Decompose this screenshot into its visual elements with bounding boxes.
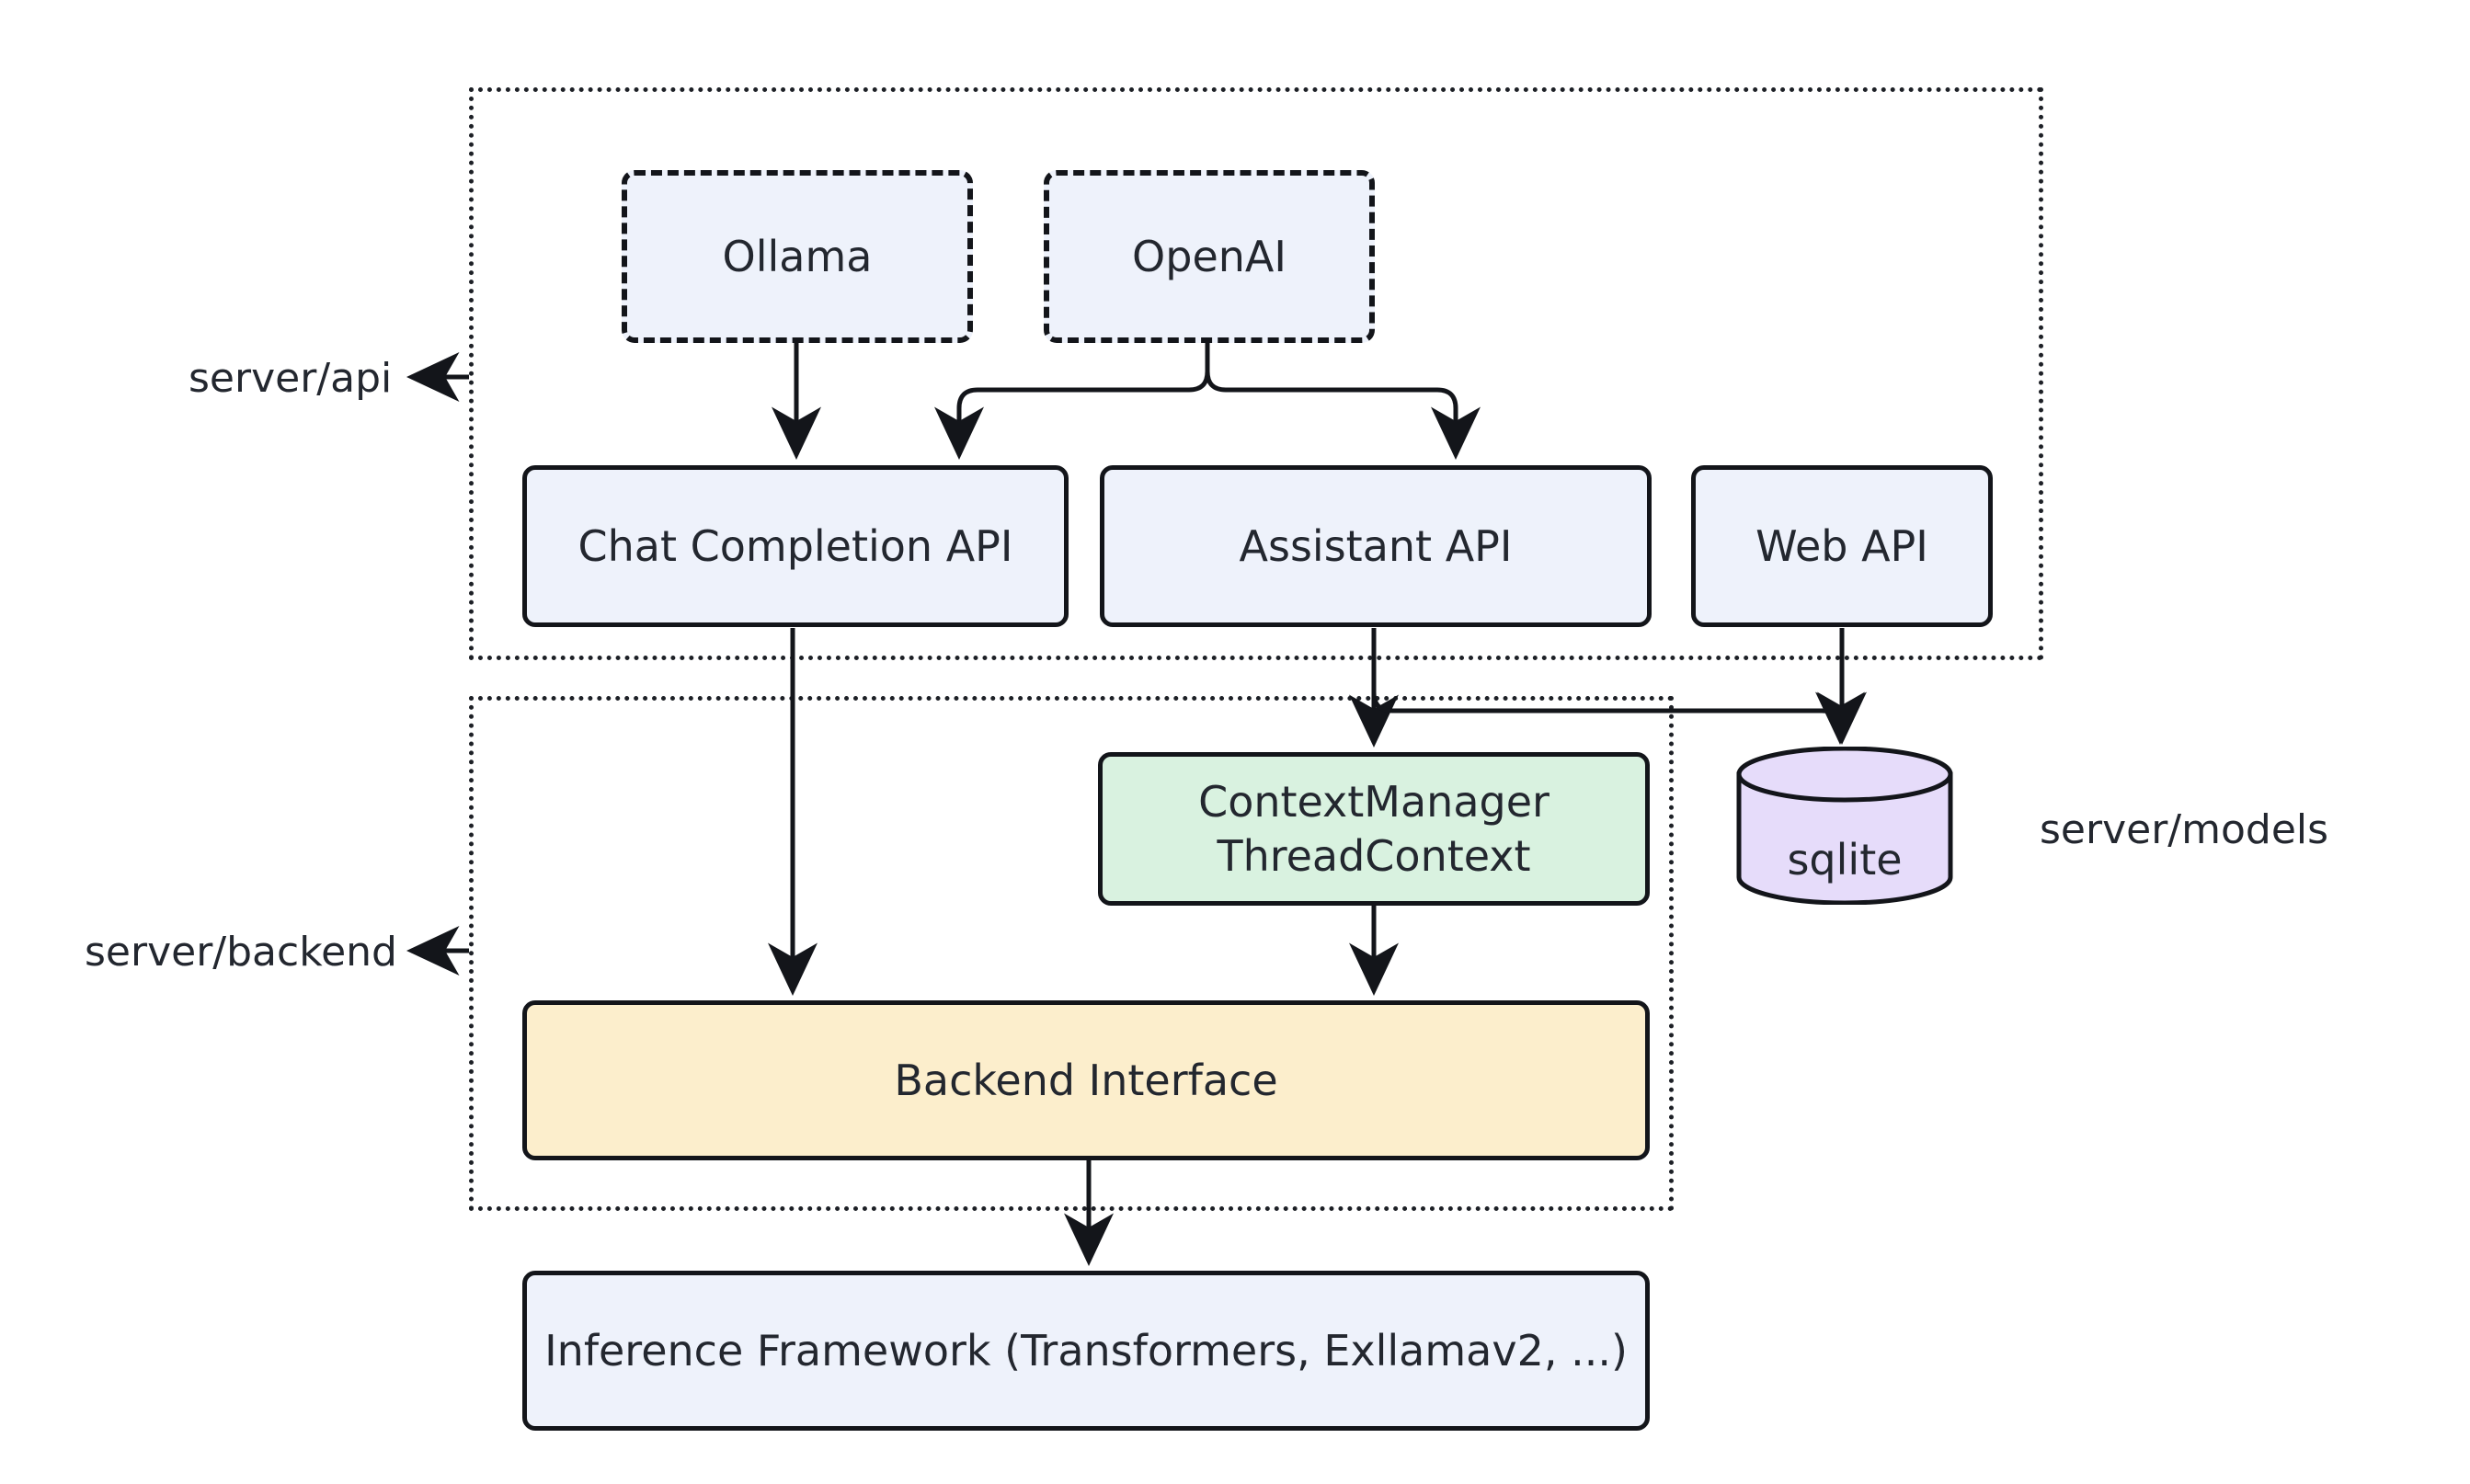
label-server-api: server/api	[189, 355, 393, 402]
node-web-api-label: Web API	[1755, 520, 1928, 571]
node-openai[interactable]: OpenAI	[1044, 170, 1375, 343]
node-web-api[interactable]: Web API	[1691, 465, 1993, 627]
node-context-manager[interactable]: ContextManager ThreadContext	[1098, 752, 1650, 906]
node-assistant-api-label: Assistant API	[1239, 520, 1513, 571]
node-sqlite[interactable]: sqlite	[1734, 746, 1955, 906]
node-chat-completion-api-label: Chat Completion API	[577, 520, 1013, 571]
group-server-api	[469, 87, 2043, 660]
cylinder-icon	[1736, 746, 1953, 906]
label-server-models: server/models	[2040, 806, 2329, 853]
node-backend-interface-label: Backend Interface	[894, 1055, 1278, 1105]
node-ollama-label: Ollama	[722, 231, 873, 281]
node-backend-interface[interactable]: Backend Interface	[522, 1000, 1650, 1160]
node-chat-completion-api[interactable]: Chat Completion API	[522, 465, 1069, 627]
node-inference-framework-label: Inference Framework (Transformers, Exlla…	[544, 1325, 1628, 1376]
node-context-manager-label: ContextManager ThreadContext	[1198, 776, 1549, 881]
node-ollama[interactable]: Ollama	[622, 170, 973, 343]
node-openai-label: OpenAI	[1132, 231, 1286, 281]
node-inference-framework[interactable]: Inference Framework (Transformers, Exlla…	[522, 1271, 1650, 1431]
group-server-backend	[469, 696, 1674, 1211]
node-assistant-api[interactable]: Assistant API	[1100, 465, 1652, 627]
label-server-backend: server/backend	[85, 929, 397, 976]
